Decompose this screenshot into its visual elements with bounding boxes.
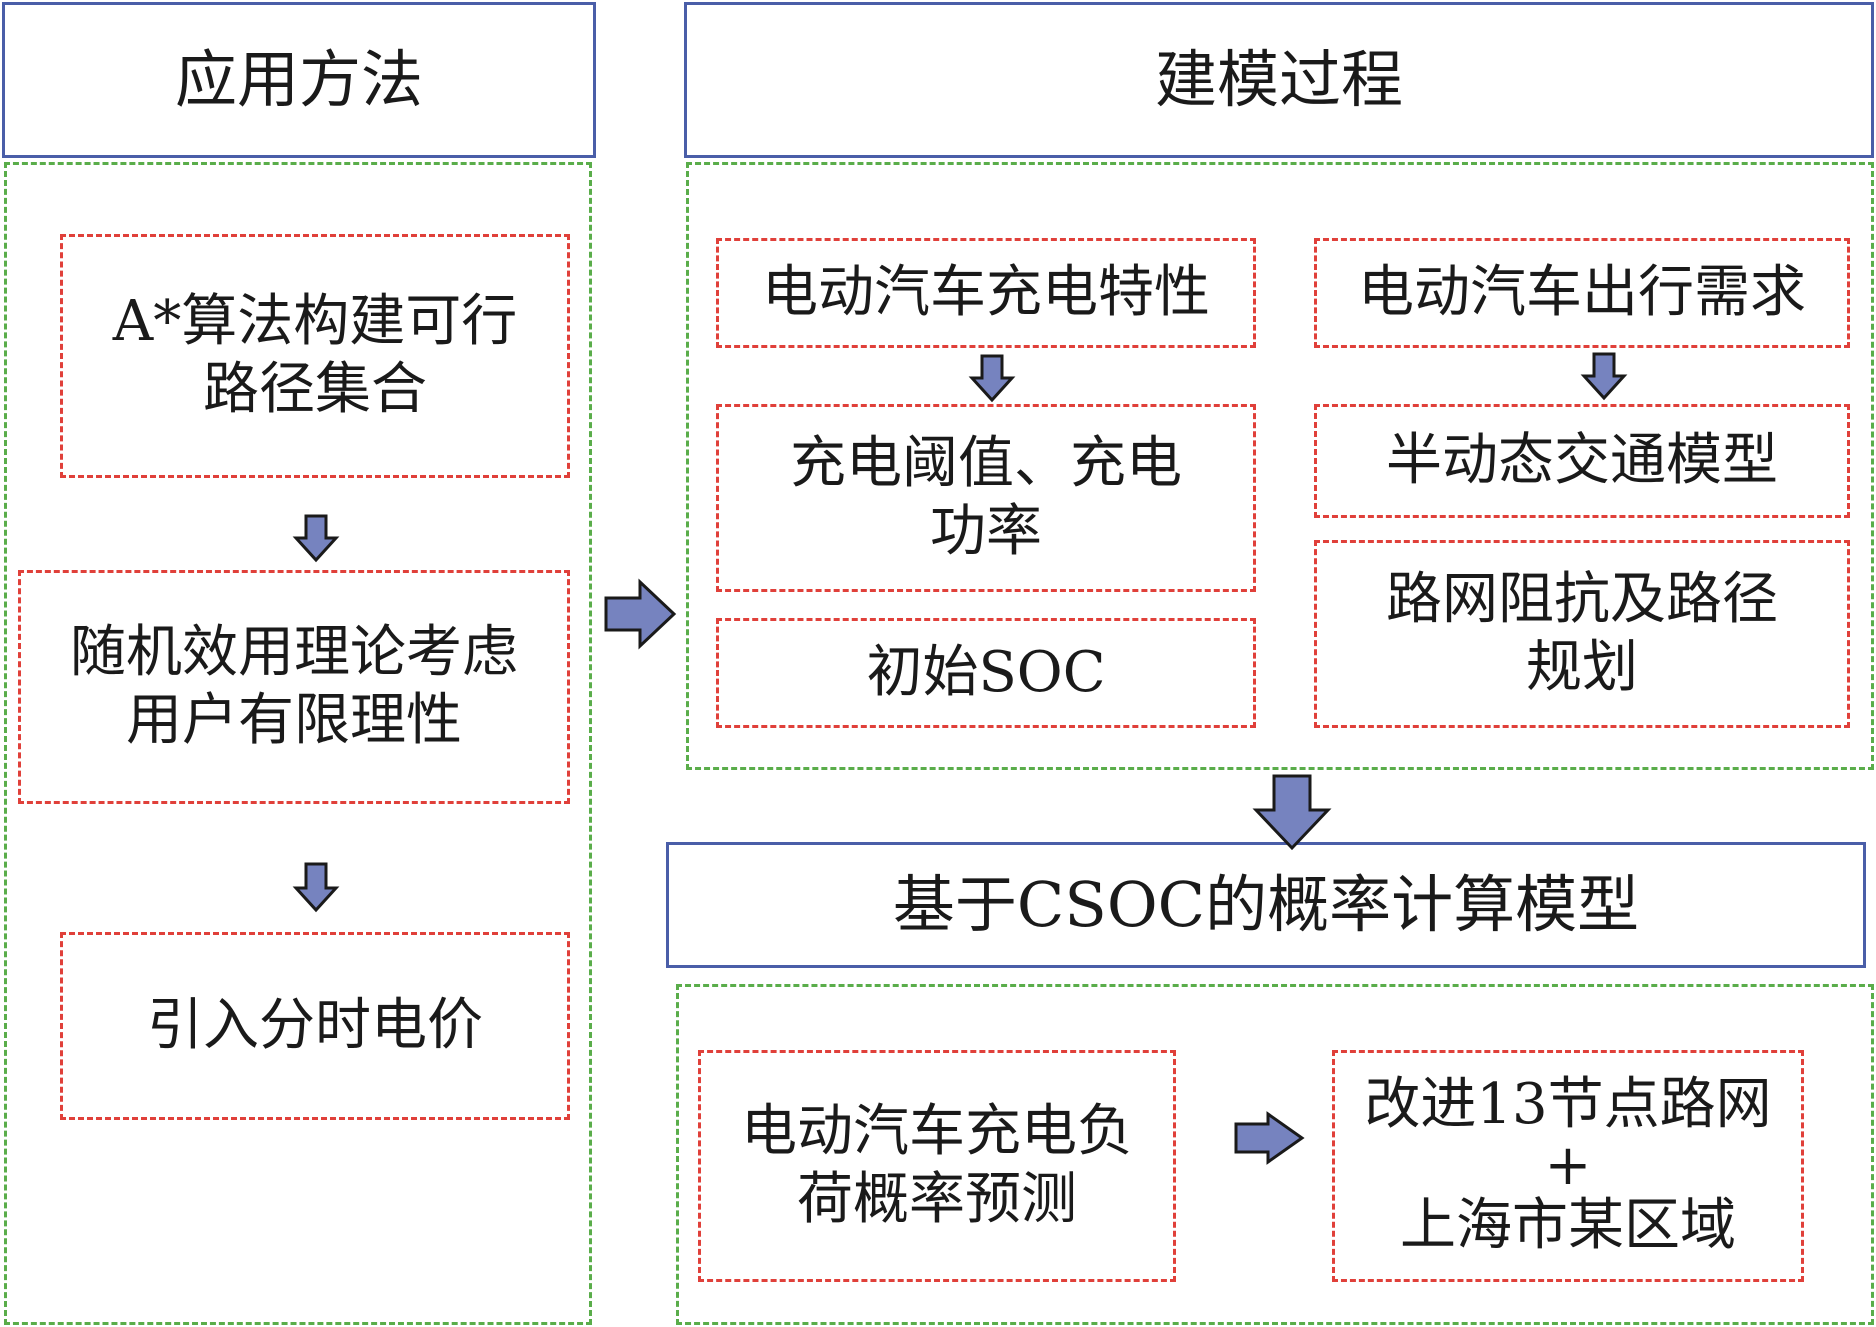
right-header-title: 建模过程 bbox=[1154, 43, 1403, 117]
csoc-model-text: 基于CSOC的概率计算模型 bbox=[892, 868, 1640, 942]
initial-soc-text: 初始SOC bbox=[866, 639, 1106, 705]
case-study-text: 改进13节点路网 + 上海市某区域 bbox=[1364, 1072, 1772, 1259]
charging-characteristics-text: 电动汽车充电特性 bbox=[762, 259, 1210, 325]
semi-dynamic-traffic-text: 半动态交通模型 bbox=[1386, 427, 1778, 493]
case-study-box: 改进13节点路网 + 上海市某区域 bbox=[1332, 1050, 1804, 1282]
step-astar-text: A*算法构建可行 路径集合 bbox=[112, 288, 518, 422]
travel-demand-text: 电动汽车出行需求 bbox=[1358, 259, 1806, 325]
arrow-branch-a bbox=[968, 354, 1016, 403]
step-tou-price-box: 引入分时电价 bbox=[60, 932, 570, 1120]
charging-characteristics-box: 电动汽车充电特性 bbox=[716, 238, 1256, 348]
charging-threshold-power-text: 充电阈值、充电 功率 bbox=[790, 430, 1182, 564]
load-prediction-box: 电动汽车充电负 荷概率预测 bbox=[698, 1050, 1176, 1282]
charging-threshold-power-box: 充电阈值、充电 功率 bbox=[716, 404, 1256, 592]
initial-soc-box: 初始SOC bbox=[716, 618, 1256, 728]
right-modeling-group-frame bbox=[686, 162, 1874, 770]
arrow-branch-b bbox=[1580, 352, 1628, 401]
step-utility-box: 随机效用理论考虑 用户有限理性 bbox=[18, 570, 570, 804]
right-header-box: 建模过程 bbox=[684, 2, 1874, 158]
load-prediction-text: 电动汽车充电负 荷概率预测 bbox=[741, 1098, 1133, 1232]
csoc-model-box: 基于CSOC的概率计算模型 bbox=[666, 842, 1866, 968]
step-utility-text: 随机效用理论考虑 用户有限理性 bbox=[70, 619, 518, 753]
step-tou-price-text: 引入分时电价 bbox=[147, 992, 483, 1058]
arrow-to-csoc-model bbox=[1252, 774, 1332, 851]
left-group-frame bbox=[4, 162, 592, 1325]
step-astar-box: A*算法构建可行 路径集合 bbox=[60, 234, 570, 478]
road-impedance-routing-box: 路网阻抗及路径 规划 bbox=[1314, 540, 1850, 728]
road-impedance-routing-text: 路网阻抗及路径 规划 bbox=[1386, 566, 1778, 700]
left-header-title: 应用方法 bbox=[174, 43, 423, 117]
travel-demand-box: 电动汽车出行需求 bbox=[1314, 238, 1850, 348]
left-header-box: 应用方法 bbox=[2, 2, 596, 158]
arrow-prediction-to-case bbox=[1234, 1111, 1305, 1165]
arrow-left-2 bbox=[292, 862, 340, 913]
right-results-group-frame bbox=[676, 984, 1874, 1325]
arrow-left-1 bbox=[292, 514, 340, 563]
arrow-to-modeling bbox=[604, 578, 677, 650]
semi-dynamic-traffic-box: 半动态交通模型 bbox=[1314, 404, 1850, 518]
